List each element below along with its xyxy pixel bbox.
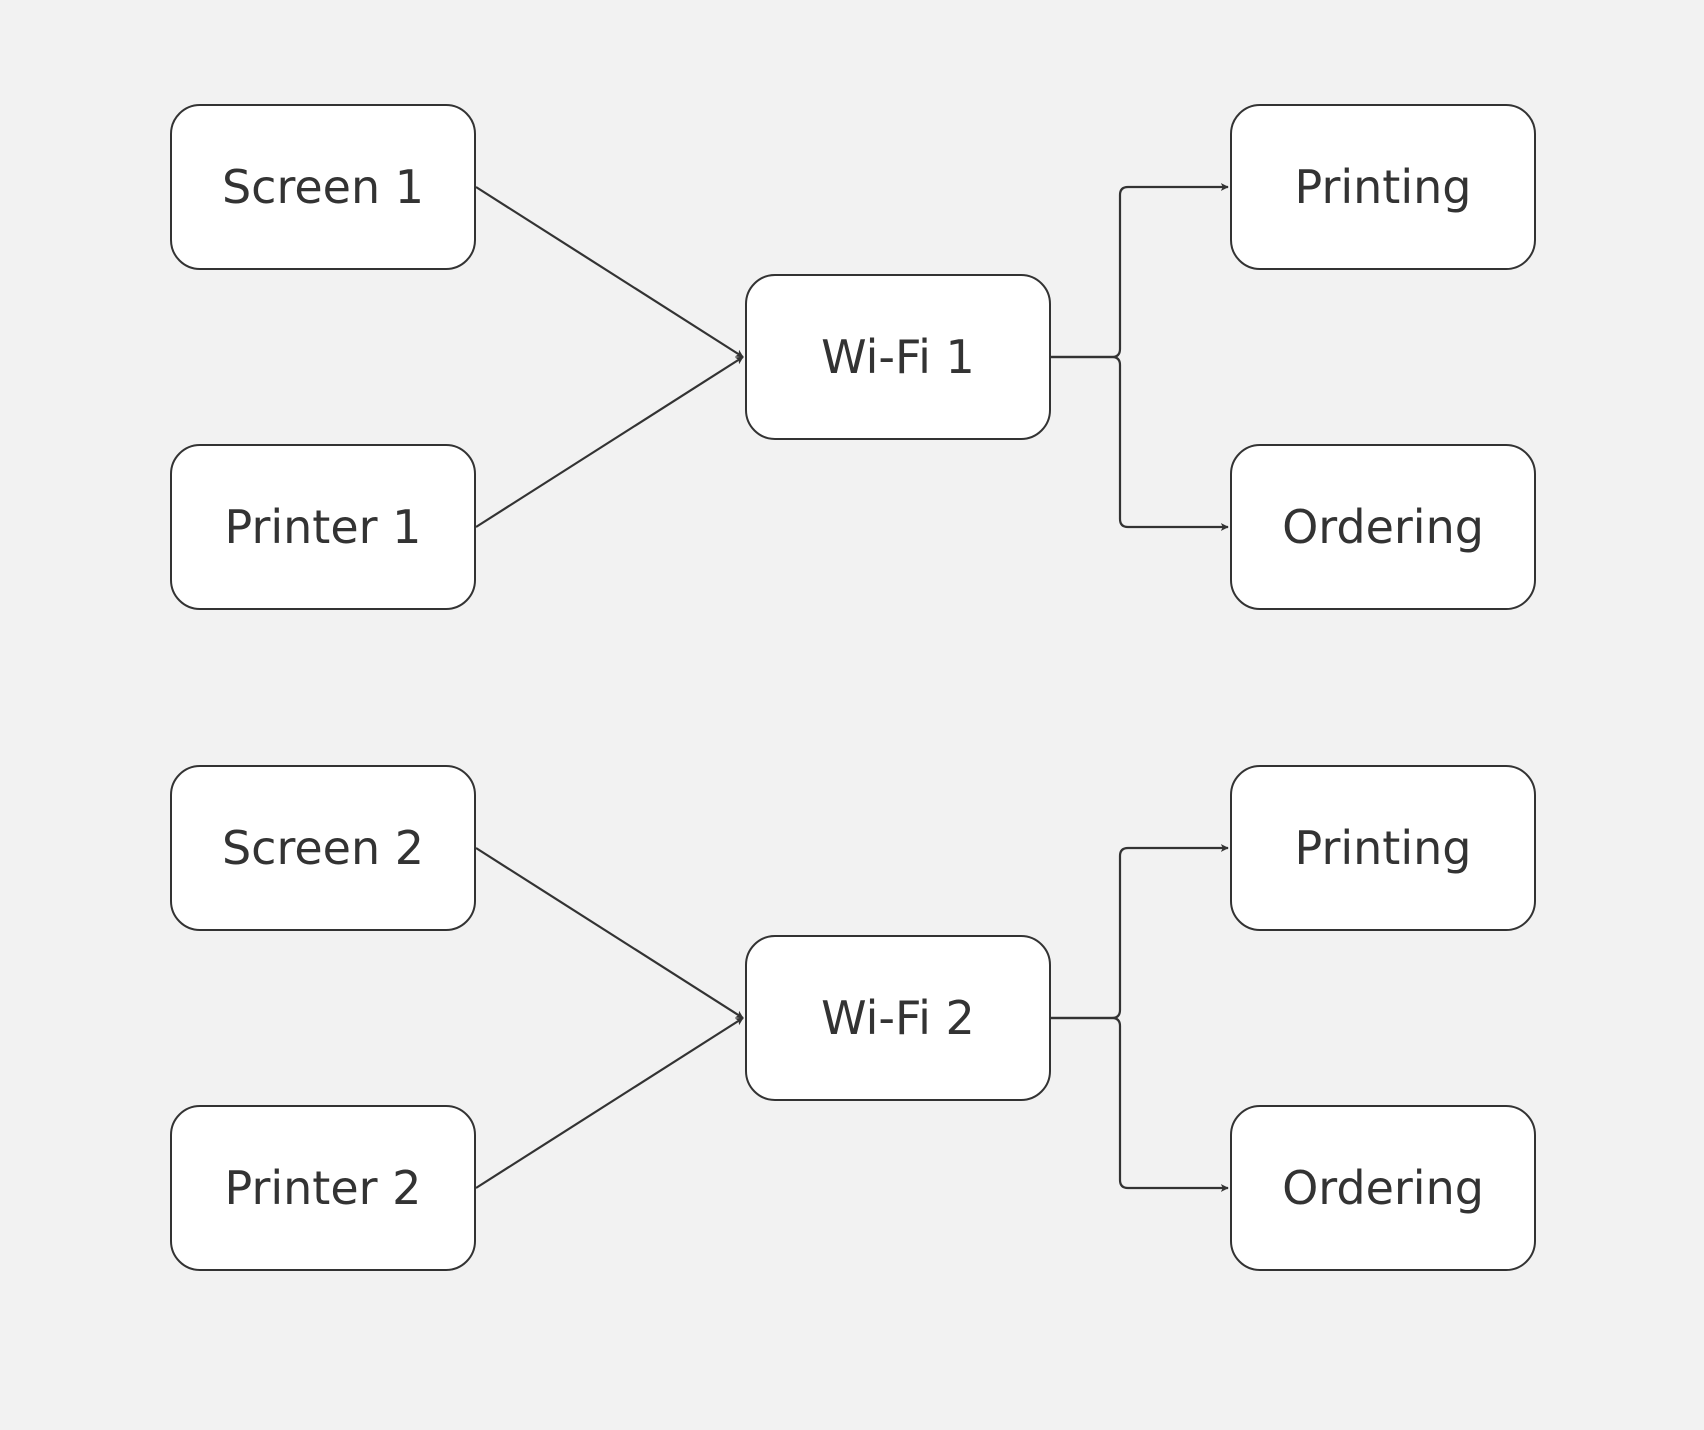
node-label: Ordering (1282, 500, 1484, 554)
edge-wifi-1-to-ordering-1[interactable] (1051, 355, 1229, 531)
node-screen-2[interactable]: Screen 2 (170, 765, 476, 931)
edge-printer-1-to-wifi-1[interactable] (475, 356, 744, 528)
node-label: Ordering (1282, 1161, 1484, 1215)
node-wifi-2[interactable]: Wi-Fi 2 (745, 935, 1051, 1101)
edge-wifi-2-to-ordering-2[interactable] (1051, 1016, 1229, 1192)
node-label: Wi-Fi 1 (821, 330, 975, 384)
node-screen-1[interactable]: Screen 1 (170, 104, 476, 270)
node-label: Printing (1294, 160, 1472, 214)
node-label: Printing (1294, 821, 1472, 875)
node-printer-1[interactable]: Printer 1 (170, 444, 476, 610)
node-label: Screen 1 (221, 160, 425, 214)
node-printer-2[interactable]: Printer 2 (170, 1105, 476, 1271)
node-label: Printer 2 (224, 1161, 422, 1215)
node-printing-1[interactable]: Printing (1230, 104, 1536, 270)
node-label: Printer 1 (224, 500, 422, 554)
node-label: Wi-Fi 2 (821, 991, 975, 1045)
edge-screen-1-to-wifi-1[interactable] (475, 186, 744, 358)
node-ordering-1[interactable]: Ordering (1230, 444, 1536, 610)
edge-wifi-2-to-printing-2[interactable] (1051, 844, 1229, 1020)
edge-printer-2-to-wifi-2[interactable] (475, 1017, 744, 1189)
node-ordering-2[interactable]: Ordering (1230, 1105, 1536, 1271)
node-printing-2[interactable]: Printing (1230, 765, 1536, 931)
node-wifi-1[interactable]: Wi-Fi 1 (745, 274, 1051, 440)
edge-screen-2-to-wifi-2[interactable] (475, 847, 744, 1019)
edge-wifi-1-to-printing-1[interactable] (1051, 183, 1229, 359)
node-label: Screen 2 (221, 821, 425, 875)
